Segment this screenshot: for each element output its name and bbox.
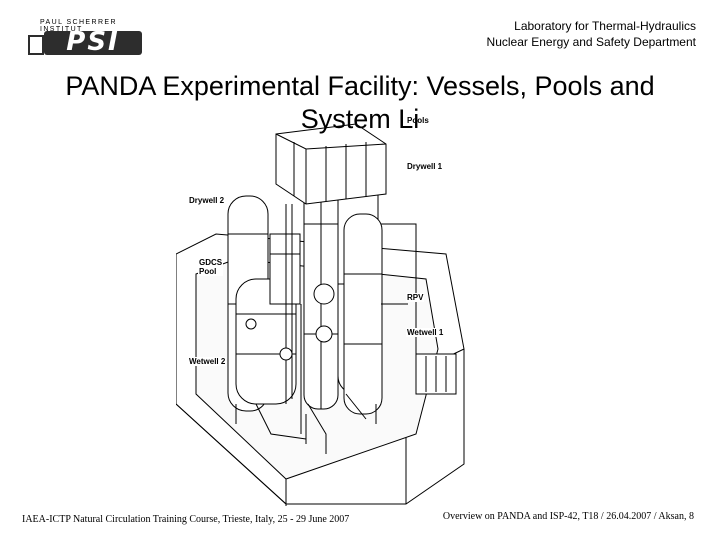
- label-wetwell-1: Wetwell 1: [406, 328, 445, 337]
- logo-caption: PAUL SCHERRER INSTITUT: [40, 19, 117, 33]
- facility-drawing: Pools Drywell 1 Drywell 2 GDCS Pool RPV …: [175, 104, 476, 506]
- label-gdcs-line-2: Pool: [199, 267, 217, 276]
- slide-title-line-1: PANDA Experimental Facility: Vessels, Po…: [65, 71, 655, 101]
- label-gdcs-pool: GDCS Pool: [198, 258, 224, 276]
- header-department: Laboratory for Thermal-Hydraulics Nuclea…: [487, 18, 696, 50]
- logo-box-mark: [28, 35, 44, 55]
- footer-reference: Overview on PANDA and ISP-42, T18 / 26.0…: [442, 511, 694, 522]
- label-drywell-1: Drywell 1: [406, 162, 444, 171]
- facility-line-art: [175, 123, 465, 506]
- label-wetwell-2: Wetwell 2: [188, 357, 227, 366]
- logo-mark-text: PSI: [66, 27, 120, 57]
- logo-badge: PSI: [44, 27, 142, 57]
- label-drywell-2: Drywell 2: [188, 196, 226, 205]
- footer-course: IAEA-ICTP Natural Circulation Training C…: [22, 514, 350, 525]
- label-pools: Pools: [406, 116, 430, 125]
- psi-logo: PAUL SCHERRER INSTITUT PSI: [18, 8, 142, 57]
- header-line-1: Laboratory for Thermal-Hydraulics: [514, 19, 696, 33]
- label-rpv: RPV: [406, 293, 425, 302]
- slide-title-line-2: System Li: [300, 104, 420, 134]
- label-gdcs-line-1: GDCS: [199, 258, 223, 267]
- slide-title: PANDA Experimental Facility: Vessels, Po…: [20, 70, 700, 136]
- header-line-2: Nuclear Energy and Safety Department: [486, 35, 696, 49]
